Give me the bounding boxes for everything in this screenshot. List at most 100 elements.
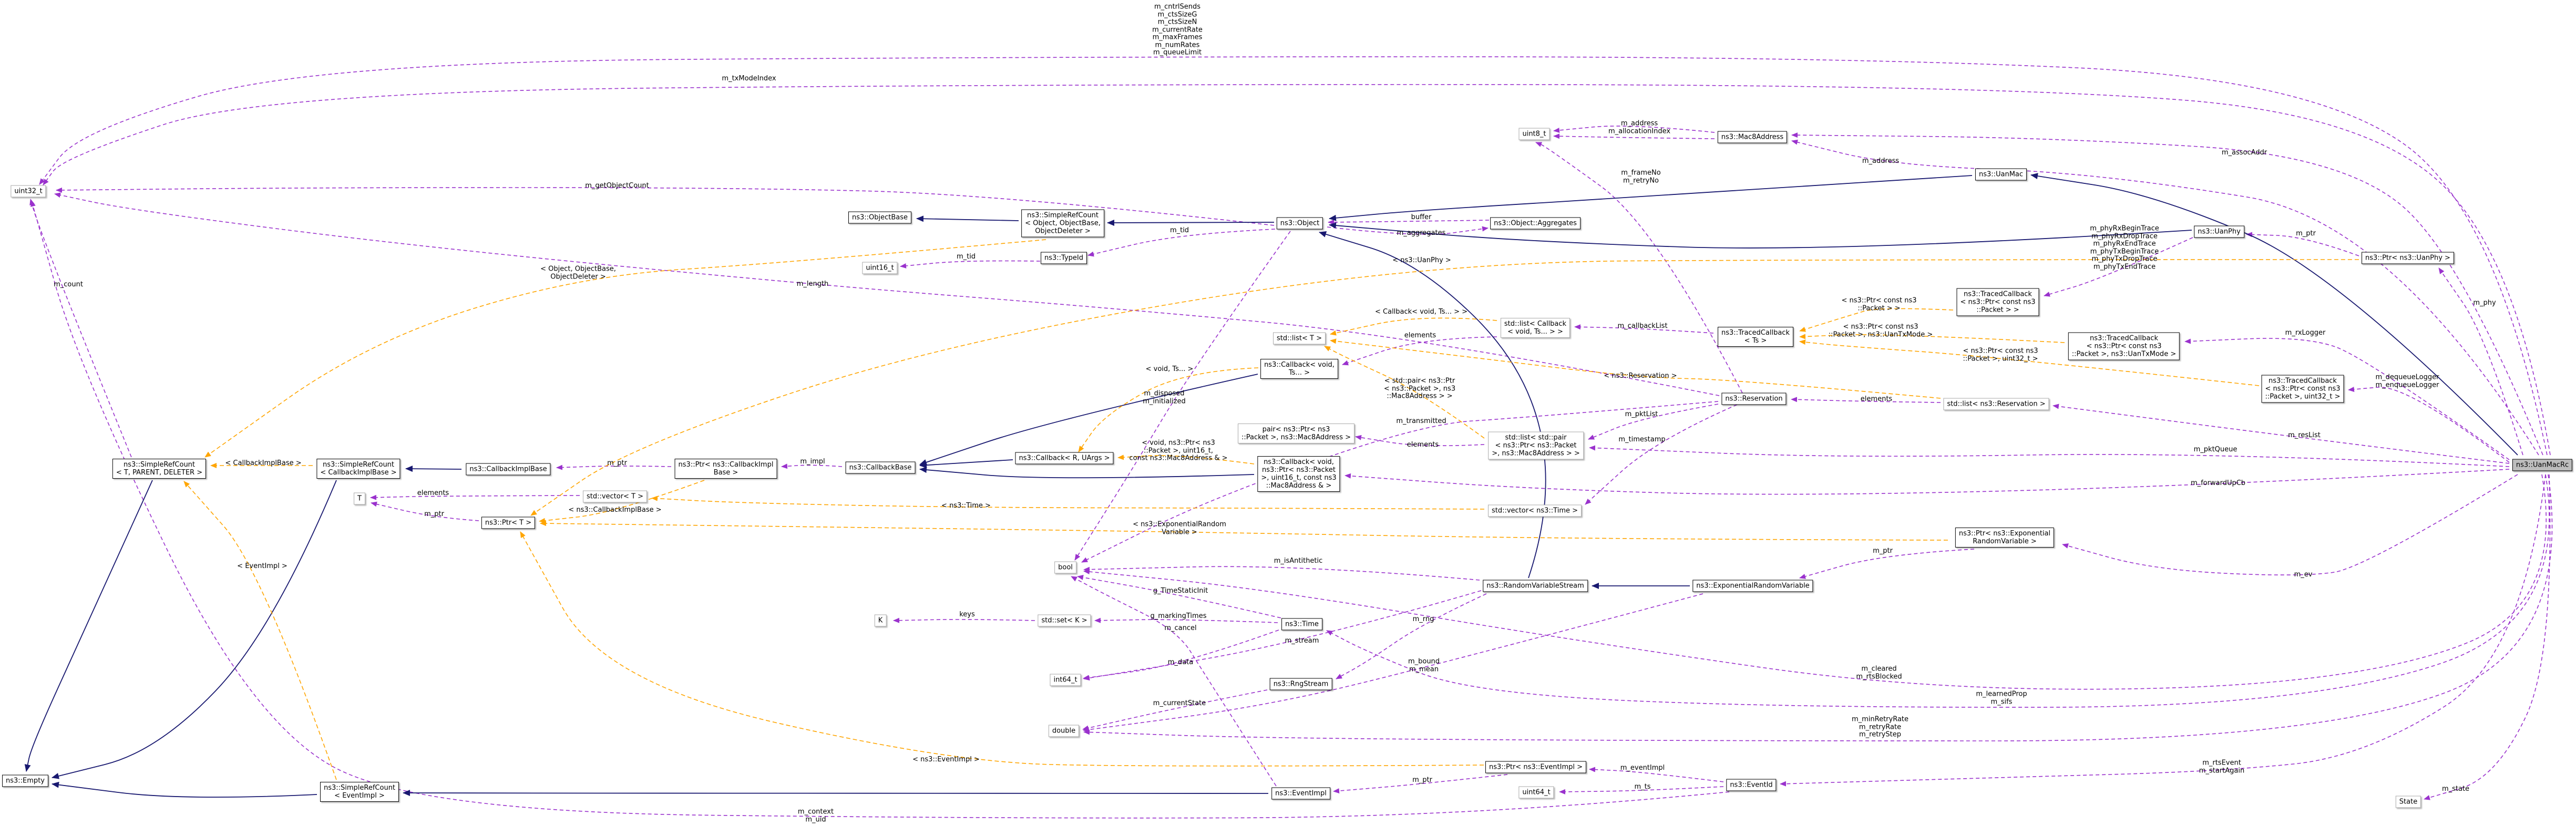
node-k-box[interactable]: K: [874, 614, 887, 627]
node-int64-t[interactable]: int64_t: [1050, 674, 1081, 686]
node-callback-void-ts[interactable]: ns3::Callback< void,Ts... >: [1260, 359, 1338, 379]
node-mac8address[interactable]: ns3::Mac8Address: [1717, 131, 1788, 143]
edge-template-84: [1799, 334, 2065, 343]
node-simplerefcount-object[interactable]: ns3::SimpleRefCount< Object, ObjectBase,…: [1021, 209, 1104, 238]
node-rngstream[interactable]: ns3::RngStream: [1269, 678, 1332, 690]
node-label-line: < ns3::Ptr< ns3::Packet: [1495, 441, 1577, 450]
node-label-line: State: [2399, 798, 2418, 806]
node-list-reservation[interactable]: std::list< ns3::Reservation >: [1943, 398, 2049, 410]
edge-member-48: [1083, 474, 2547, 690]
node-callback-forwardup[interactable]: ns3::Callback< void,ns3::Ptr< ns3::Packe…: [1257, 456, 1340, 492]
node-pair-packet-mac8[interactable]: pair< ns3::Ptr< ns3::Packet >, ns3::Mac8…: [1237, 424, 1355, 443]
node-list-callback[interactable]: std::list< Callback< void, Ts... > >: [1500, 318, 1571, 338]
node-uint16-t[interactable]: uint16_t: [862, 262, 898, 274]
node-callback-r-uargs[interactable]: ns3::Callback< R, UArgs >: [1015, 452, 1114, 464]
node-tracedcallback-packet[interactable]: ns3::TracedCallback< ns3::Ptr< const ns3…: [1956, 288, 2039, 316]
node-empty[interactable]: ns3::Empty: [2, 775, 48, 787]
edge-member-49: [1326, 474, 2550, 708]
node-uanmacrc[interactable]: ns3::UanMacRc: [2512, 459, 2573, 471]
node-label-line: ns3::SimpleRefCount: [322, 461, 395, 469]
edge-label-37: < void, ns3::Ptr< ns3::Packet >, uint16_…: [1129, 439, 1228, 462]
edge-label-69: < EventImpl >: [237, 562, 288, 570]
node-bool[interactable]: bool: [1054, 561, 1076, 574]
node-state[interactable]: State: [2395, 796, 2421, 808]
edge-label-26: elements: [1860, 395, 1893, 403]
edge-member-24: [1574, 324, 1714, 334]
edge-member-17: [1588, 404, 1719, 440]
edge-label-8: m_tid: [1169, 226, 1189, 234]
node-eventimpl[interactable]: ns3::EventImpl: [1271, 787, 1330, 800]
edge-member-35: [1083, 590, 1482, 681]
edge-member-9: [1327, 226, 1489, 235]
node-label-line: ns3::ExponentialRandomVariable: [1696, 582, 1810, 590]
edge-member-41: [1077, 575, 1281, 618]
node-callbackbase[interactable]: ns3::CallbackBase: [845, 461, 916, 474]
node-tracedcallback-ts[interactable]: ns3::TracedCallback< Ts >: [1718, 327, 1793, 347]
node-reservation[interactable]: ns3::Reservation: [1721, 393, 1787, 405]
node-label-line: ObjectDeleter >: [1035, 227, 1091, 235]
node-label-line: < ns3::Ptr< const ns3: [1960, 298, 2036, 306]
node-callbackimplbase[interactable]: ns3::CallbackImplBase: [466, 463, 551, 476]
edge-template-72: [183, 481, 337, 780]
node-ptr-t[interactable]: ns3::Ptr< T >: [481, 517, 536, 529]
node-aggregates[interactable]: ns3::Object::Aggregates: [1490, 217, 1581, 230]
edge-member-31: [2062, 474, 2518, 576]
node-typeid[interactable]: ns3::TypeId: [1041, 252, 1087, 264]
node-list-t[interactable]: std::list< T >: [1273, 332, 1326, 345]
edge-template-74: [530, 259, 2359, 516]
node-simplerefcount-eventimpl[interactable]: ns3::SimpleRefCount< EventImpl >: [320, 782, 399, 802]
node-label-line: uint32_t: [14, 187, 43, 195]
edge-member-33: [1083, 566, 1480, 581]
node-label-line: < EventImpl >: [334, 792, 385, 800]
node-simplerefcount-tpd[interactable]: ns3::SimpleRefCount< T, PARENT, DELETER …: [112, 459, 207, 479]
node-ptr-eventimpl[interactable]: ns3::Ptr< ns3::EventImpl >: [1485, 761, 1587, 773]
edge-label-12: m_aggregates: [1397, 229, 1446, 237]
edge-label-39: m_ptr: [607, 459, 627, 467]
node-label-line: ns3::RngStream: [1273, 680, 1329, 688]
edge-label-16: m_callbackList: [1617, 322, 1668, 330]
node-label-line: ns3::TypeId: [1044, 254, 1083, 262]
edge-template-78: [1330, 338, 1941, 399]
node-t-box[interactable]: T: [354, 492, 365, 505]
node-uanmac[interactable]: ns3::UanMac: [1975, 168, 2027, 181]
node-vector-t[interactable]: std::vector< T >: [582, 490, 648, 503]
node-label-line: < Ts >: [1744, 337, 1767, 345]
node-tracedcallback-uint32[interactable]: ns3::TracedCallback< ns3::Ptr< const ns3…: [2261, 375, 2344, 403]
node-randomvariablestream[interactable]: ns3::RandomVariableStream: [1483, 580, 1588, 592]
edge-member-27: [2246, 232, 2359, 256]
node-eventid[interactable]: ns3::EventId: [1726, 779, 1777, 791]
node-uint64-t[interactable]: uint64_t: [1518, 786, 1554, 799]
node-label-line: bool: [1058, 563, 1073, 572]
edge-label-50: m_rng: [1412, 615, 1434, 623]
edge-member-38: [1083, 629, 1279, 680]
node-list-pair[interactable]: std::list< std::pair< ns3::Ptr< ns3::Pac…: [1488, 431, 1584, 460]
node-label-line: ns3::SimpleRefCount: [123, 461, 196, 469]
node-double[interactable]: double: [1048, 725, 1080, 737]
node-object[interactable]: ns3::Object: [1276, 217, 1323, 230]
node-exponentialrandomvariable[interactable]: ns3::ExponentialRandomVariable: [1692, 580, 1813, 592]
node-set-k[interactable]: std::set< K >: [1038, 614, 1091, 627]
node-vector-time[interactable]: std::vector< ns3::Time >: [1487, 504, 1582, 517]
edge-member-21: [1589, 445, 2510, 467]
node-time[interactable]: ns3::Time: [1281, 618, 1322, 631]
node-label-line: ns3::Ptr< ns3::Exponential: [1958, 530, 2051, 538]
edge-member-53: [370, 494, 580, 500]
node-label-line: ns3::EventId: [1730, 781, 1773, 789]
node-uint8-t[interactable]: uint8_t: [1518, 128, 1550, 140]
edge-template-77: [1330, 317, 1497, 336]
edge-member-10: [1074, 231, 1291, 561]
edge-label-66: m_ptr: [1412, 776, 1432, 784]
node-tracedcallback-txmode[interactable]: ns3::TracedCallback< ns3::Ptr< const ns3…: [2068, 332, 2180, 360]
edge-label-11: buffer: [1411, 213, 1432, 221]
node-ptr-uanphy[interactable]: ns3::Ptr< ns3::UanPhy >: [2362, 252, 2454, 264]
node-objectbase[interactable]: ns3::ObjectBase: [848, 211, 912, 224]
node-label-line: ns3::CallbackBase: [849, 463, 912, 472]
node-uanphy[interactable]: ns3::UanPhy: [2194, 225, 2244, 238]
node-label-line: double: [1052, 727, 1076, 735]
node-uint32-t[interactable]: uint32_t: [11, 185, 46, 198]
node-label-line: < T, PARENT, DELETER >: [116, 469, 203, 477]
node-simplerefcount-cib[interactable]: ns3::SimpleRefCount< CallbackImplBase >: [316, 459, 401, 479]
